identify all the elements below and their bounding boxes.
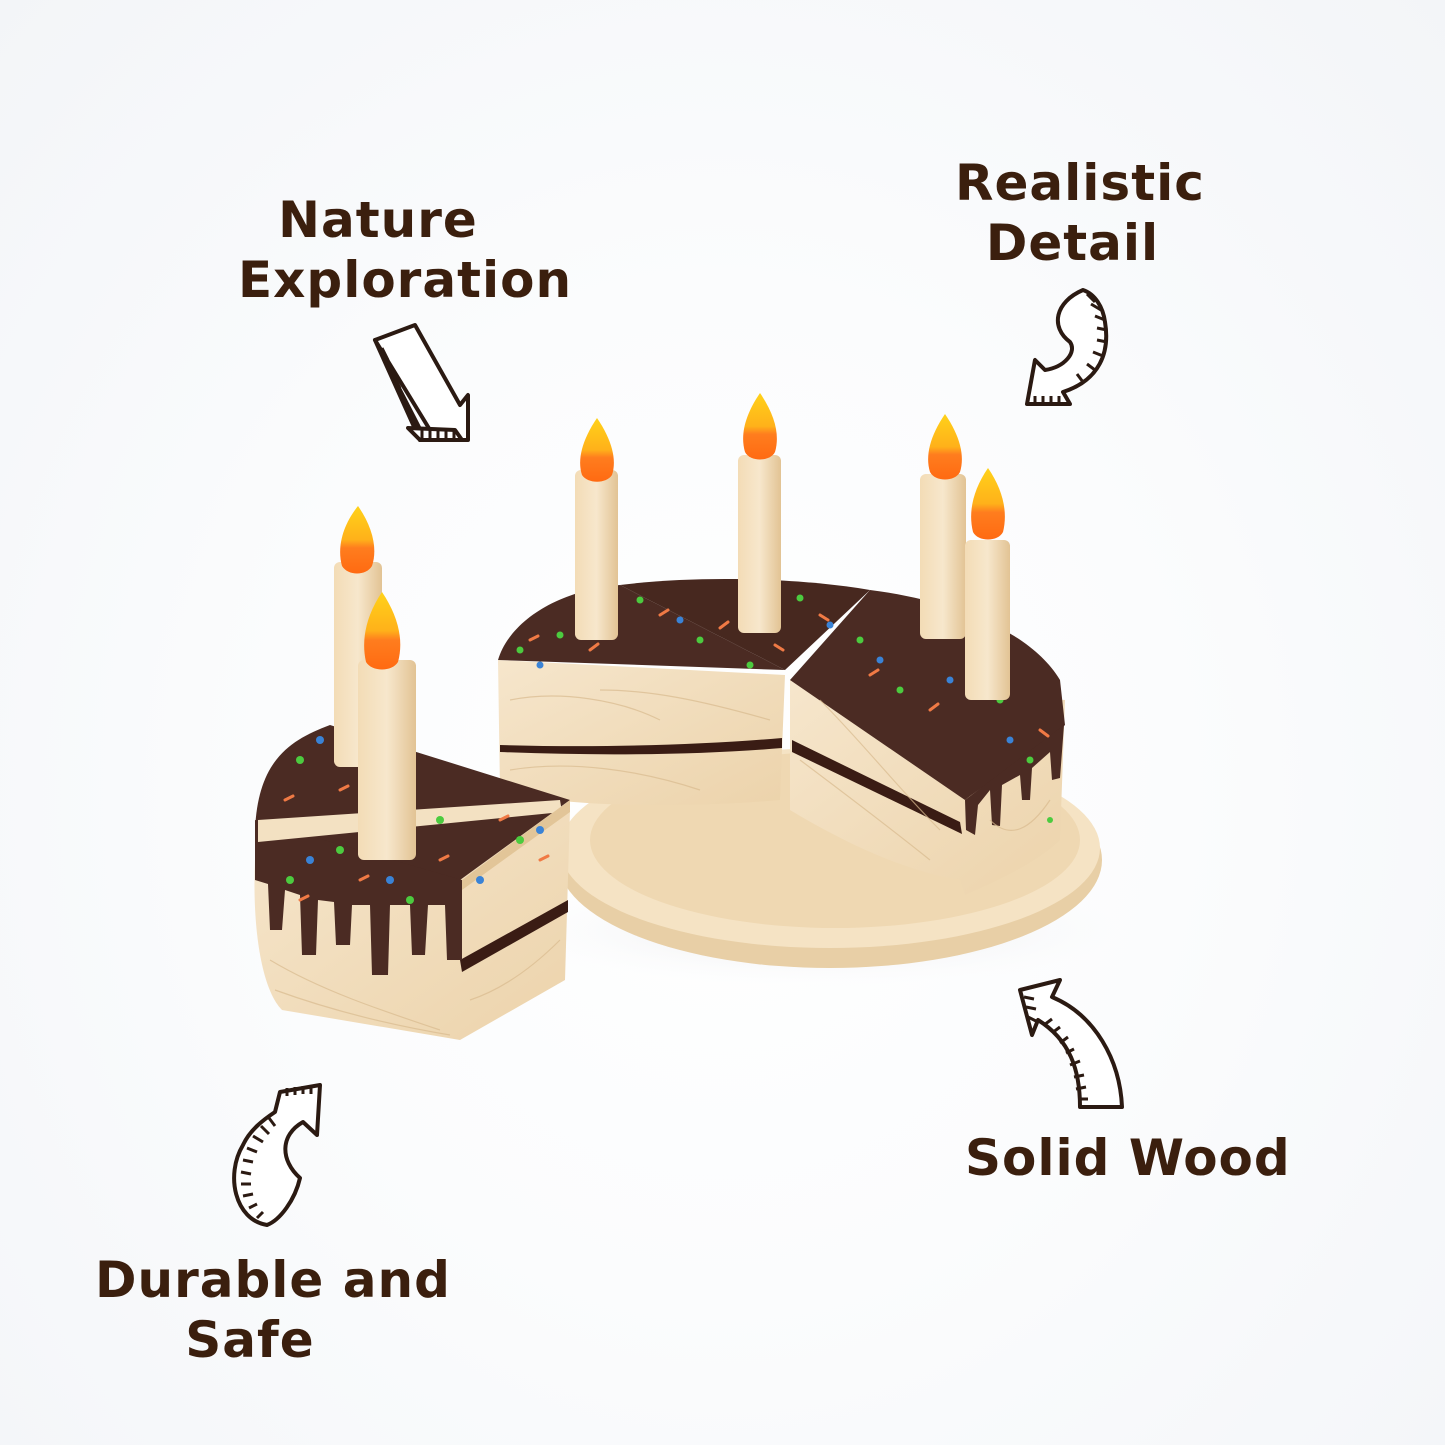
- curved-arrow-up-left-icon: [1018, 978, 1124, 1109]
- label-realistic-detail: Realistic Detail: [955, 153, 1205, 273]
- label-line: Exploration: [238, 251, 573, 309]
- curved-arrow-down-left-icon: [1025, 288, 1109, 406]
- label-solid-wood: Solid Wood: [965, 1128, 1291, 1188]
- label-line: Solid Wood: [965, 1129, 1291, 1187]
- label-line: Detail: [985, 214, 1160, 272]
- straight-arrow-down-right-icon: [373, 323, 470, 442]
- label-line: Durable and: [95, 1251, 451, 1309]
- label-line: Safe: [185, 1311, 315, 1369]
- label-durable-safe: Durable and Safe: [95, 1250, 451, 1370]
- label-line: Nature: [278, 191, 478, 249]
- label-nature-exploration: Nature Exploration: [238, 190, 573, 310]
- candles: [334, 393, 1010, 860]
- label-line: Realistic: [955, 154, 1205, 212]
- cake-slice-front: [254, 725, 570, 1040]
- curved-arrow-up-right-icon: [232, 1083, 322, 1227]
